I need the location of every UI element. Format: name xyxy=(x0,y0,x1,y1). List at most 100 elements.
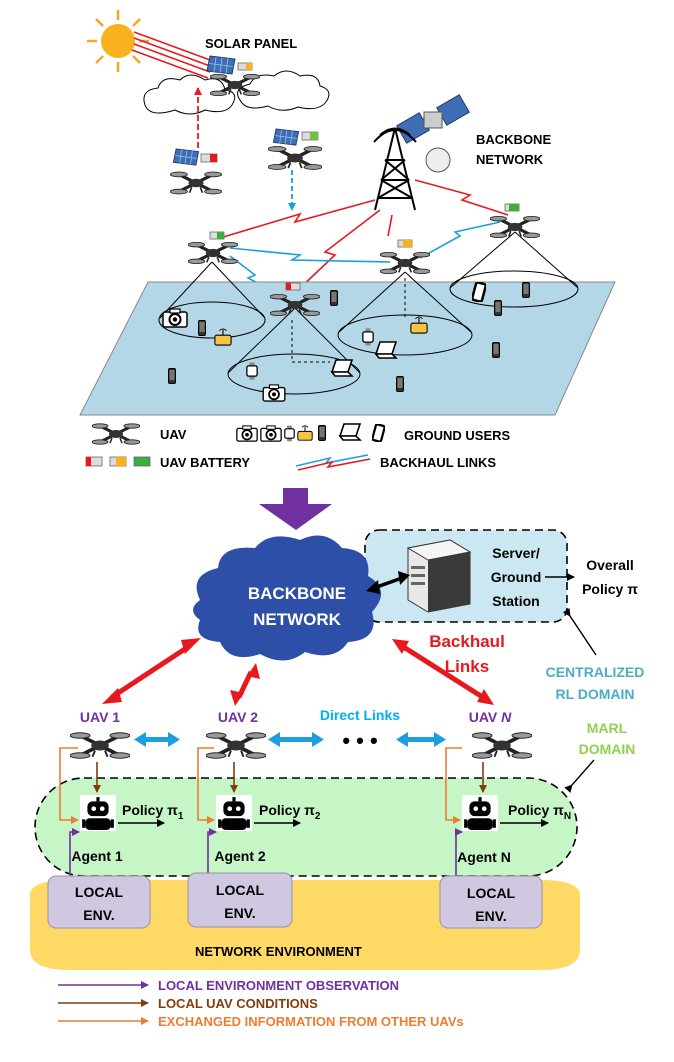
clouds xyxy=(143,70,330,115)
uav1-label: UAV 1 xyxy=(80,709,120,725)
drone-icon xyxy=(170,170,222,196)
uav2-label: UAV 2 xyxy=(218,709,258,725)
phone-icon xyxy=(168,368,176,384)
drone-icon xyxy=(268,144,322,172)
local-env-boxes: LOCAL ENV. LOCAL ENV. LOCAL ENV. xyxy=(47,872,543,929)
agentn-label: Agent N xyxy=(457,849,511,865)
centralized-pointer xyxy=(562,607,597,656)
laptop-icon xyxy=(375,341,397,359)
phone-icon xyxy=(522,282,530,298)
sensor-icon xyxy=(297,425,313,441)
backhaul-arrows xyxy=(102,638,494,706)
backhaul-label-line2: Links xyxy=(445,657,489,676)
drone-icon xyxy=(380,250,430,276)
legend-ground-users-label: GROUND USERS xyxy=(404,428,511,443)
exchange-info-arrows xyxy=(59,747,462,824)
sun-icon xyxy=(87,10,149,72)
tower-icon xyxy=(373,127,417,211)
camera-icon xyxy=(236,425,258,442)
ellipsis-dots: • • • xyxy=(342,728,377,753)
ground-plane xyxy=(79,281,616,416)
uav-condition-arrows xyxy=(93,762,487,793)
top-illustration: SOLAR PANEL BACKBONE NETWORK xyxy=(79,10,616,416)
drone-icon xyxy=(490,214,540,240)
backbone-label-line1: BACKBONE xyxy=(476,132,551,147)
legend-uav-label: UAV xyxy=(160,427,187,442)
transition-arrow xyxy=(259,488,332,530)
legend-backhaul-links-label: BACKHAUL LINKS xyxy=(380,455,496,470)
camera-icon xyxy=(260,425,282,442)
local-env2-line2: ENV. xyxy=(224,905,255,921)
agent2-label: Agent 2 xyxy=(214,848,266,864)
marl-label-line2: DOMAIN xyxy=(579,741,636,757)
cloud-label-line1: BACKBONE xyxy=(248,584,346,603)
direct-links-label: Direct Links xyxy=(320,707,400,723)
local-envn-line2: ENV. xyxy=(475,908,506,924)
camera-icon xyxy=(262,384,286,402)
overall-policy-line1: Overall xyxy=(586,557,633,573)
solar-panel-label: SOLAR PANEL xyxy=(205,36,297,51)
top-legend: UAV GROUND USERS UAV BATTERY BACKHAUL LI… xyxy=(85,422,511,471)
backbone-label-line2: NETWORK xyxy=(476,152,544,167)
marl-pointer xyxy=(564,759,595,793)
direct-link-arrows xyxy=(134,732,446,747)
local-env1-line2: ENV. xyxy=(83,907,114,923)
backhaul-links-red xyxy=(219,179,509,291)
agent1-robot-icon xyxy=(80,795,116,831)
local-envn-line1: LOCAL xyxy=(467,885,516,901)
drone-icon xyxy=(188,240,238,266)
watch-icon xyxy=(284,425,295,442)
server-label-line2: Ground xyxy=(491,569,542,585)
solar-panel-icon xyxy=(272,128,300,146)
solar-panel-icon xyxy=(206,55,236,75)
phone-icon xyxy=(330,290,338,306)
legend-observation-label: LOCAL ENVIRONMENT OBSERVATION xyxy=(158,978,399,993)
agent2-policy: Policy π2 xyxy=(259,802,321,822)
phone-icon xyxy=(492,342,500,358)
agent1-label: Agent 1 xyxy=(71,848,123,864)
legend-uav-battery-label: UAV BATTERY xyxy=(160,455,250,470)
phone-icon xyxy=(318,425,326,441)
backbone-cloud xyxy=(193,535,382,661)
server-label-line3: Station xyxy=(492,593,539,609)
legend-exchanged-info-label: EXCHANGED INFORMATION FROM OTHER UAVs xyxy=(158,1014,464,1029)
solar-rays xyxy=(131,31,211,79)
backhaul-label-line1: Backhaul xyxy=(429,632,505,651)
bottom-diagram: NETWORK ENVIRONMENT BACKBONE NETWORK Ser… xyxy=(30,529,645,1029)
drone-icon xyxy=(206,730,266,761)
camera-icon xyxy=(162,308,188,328)
bottom-legend: LOCAL ENVIRONMENT OBSERVATION LOCAL UAV … xyxy=(58,978,464,1029)
marl-label-line1: MARL xyxy=(587,720,628,736)
server-label-line1: Server/ xyxy=(492,545,540,561)
local-env2-line1: LOCAL xyxy=(216,882,265,898)
drone-icon xyxy=(472,730,532,761)
cloud-label-line2: NETWORK xyxy=(253,610,342,629)
backhaul-legend-icon xyxy=(295,454,371,471)
uavn-label: UAV N xyxy=(469,709,512,725)
satellite-icon xyxy=(396,94,470,173)
laptop-icon xyxy=(339,423,361,441)
legend-uav-conditions-label: LOCAL UAV CONDITIONS xyxy=(158,996,318,1011)
agent2-robot-icon xyxy=(216,795,252,831)
phone-icon xyxy=(198,320,206,336)
centralized-label-line2: RL DOMAIN xyxy=(555,686,634,702)
uav-guides xyxy=(291,278,406,363)
marl-domain-area xyxy=(34,777,578,877)
observation-arrows xyxy=(69,828,463,877)
agentn-policy: Policy πN xyxy=(508,802,571,822)
overall-policy-line2: Policy π xyxy=(582,581,638,597)
drone-icon xyxy=(70,730,130,761)
agent1-policy: Policy π1 xyxy=(122,802,184,822)
phone-icon xyxy=(494,300,502,316)
agentn-robot-icon xyxy=(462,795,498,831)
drone-icon xyxy=(92,422,140,446)
server-icon xyxy=(406,539,472,613)
laptop-icon xyxy=(331,359,353,377)
network-environment-label: NETWORK ENVIRONMENT xyxy=(195,944,362,959)
solar-panel-icon xyxy=(172,148,200,166)
battery-legend-icons xyxy=(85,456,151,467)
centralized-label-line1: CENTRALIZED xyxy=(546,664,645,680)
phone-icon xyxy=(396,376,404,392)
local-env1-line1: LOCAL xyxy=(75,884,124,900)
tablet-icon xyxy=(372,424,385,442)
